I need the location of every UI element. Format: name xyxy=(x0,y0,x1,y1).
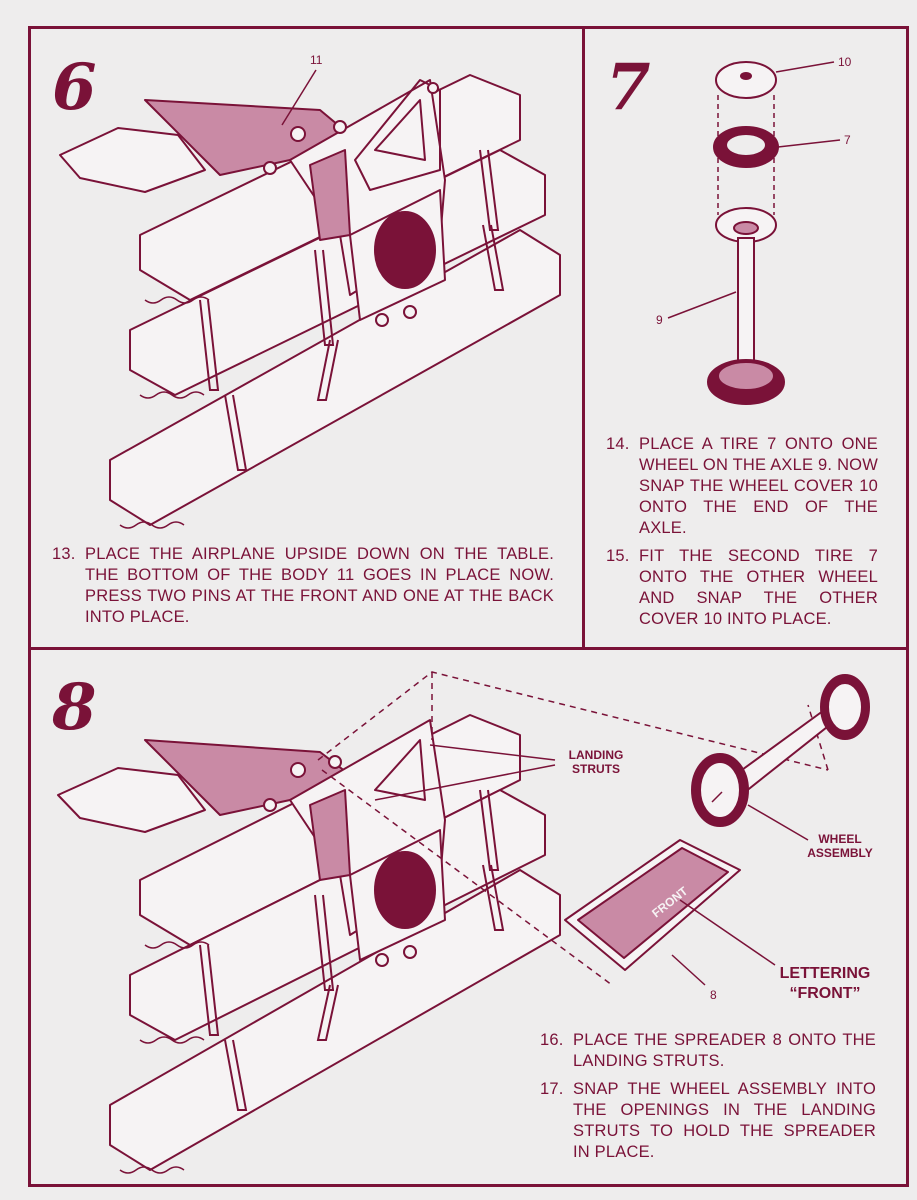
instruction-number: 14. xyxy=(606,435,630,453)
panel-frame-step8 xyxy=(28,647,909,1187)
part-label-9: 9 xyxy=(656,313,663,327)
instruction-text: PLACE THE SPREADER 8 ONTO THE LANDING ST… xyxy=(573,1031,876,1070)
callout-front-quote: “FRONT” xyxy=(789,985,861,1002)
instructions-step6: 13. PLACE THE AIRPLANE UPSIDE DOWN ON TH… xyxy=(52,544,554,635)
callout-wheel-assembly: WHEEL ASSEMBLY xyxy=(807,832,873,860)
part-label-10: 10 xyxy=(838,55,852,69)
callout-landing-struts: LANDING STRUTS xyxy=(568,748,624,776)
instructions-step8: 16. PLACE THE SPREADER 8 ONTO THE LANDIN… xyxy=(540,1030,876,1170)
instruction-text: PLACE THE AIRPLANE UPSIDE DOWN ON THE TA… xyxy=(85,545,554,626)
instruction-number: 17. xyxy=(540,1080,564,1098)
instruction-15: 15. FIT THE SECOND TIRE 7 ONTO THE OTHER… xyxy=(606,546,878,630)
part-label-7: 7 xyxy=(844,133,851,147)
instruction-17: 17. SNAP THE WHEEL ASSEMBLY INTO THE OPE… xyxy=(540,1079,876,1163)
instruction-text: FIT THE SECOND TIRE 7 ONTO THE OTHER WHE… xyxy=(639,547,878,628)
instruction-14: 14. PLACE A TIRE 7 ONTO ONE WHEEL ON THE… xyxy=(606,434,878,539)
step-number-7: 7 xyxy=(606,50,651,125)
step-number-8: 8 xyxy=(52,670,97,745)
instruction-16: 16. PLACE THE SPREADER 8 ONTO THE LANDIN… xyxy=(540,1030,876,1072)
instructions-step7: 14. PLACE A TIRE 7 ONTO ONE WHEEL ON THE… xyxy=(606,434,878,637)
instruction-text: SNAP THE WHEEL ASSEMBLY INTO THE OPENING… xyxy=(573,1080,876,1161)
callout-lettering-word: LETTERING xyxy=(779,965,871,982)
step-number-6: 6 xyxy=(52,50,97,125)
part-label-11: 11 xyxy=(310,53,323,67)
instruction-number: 16. xyxy=(540,1031,564,1049)
part-label-8: 8 xyxy=(710,988,717,1002)
instruction-13: 13. PLACE THE AIRPLANE UPSIDE DOWN ON TH… xyxy=(52,544,554,628)
callout-lettering: LETTERING “FRONT” xyxy=(770,964,880,1004)
instruction-number: 13. xyxy=(52,545,76,563)
instruction-text: PLACE A TIRE 7 ONTO ONE WHEEL ON THE AXL… xyxy=(639,435,878,537)
instruction-number: 15. xyxy=(606,547,630,565)
